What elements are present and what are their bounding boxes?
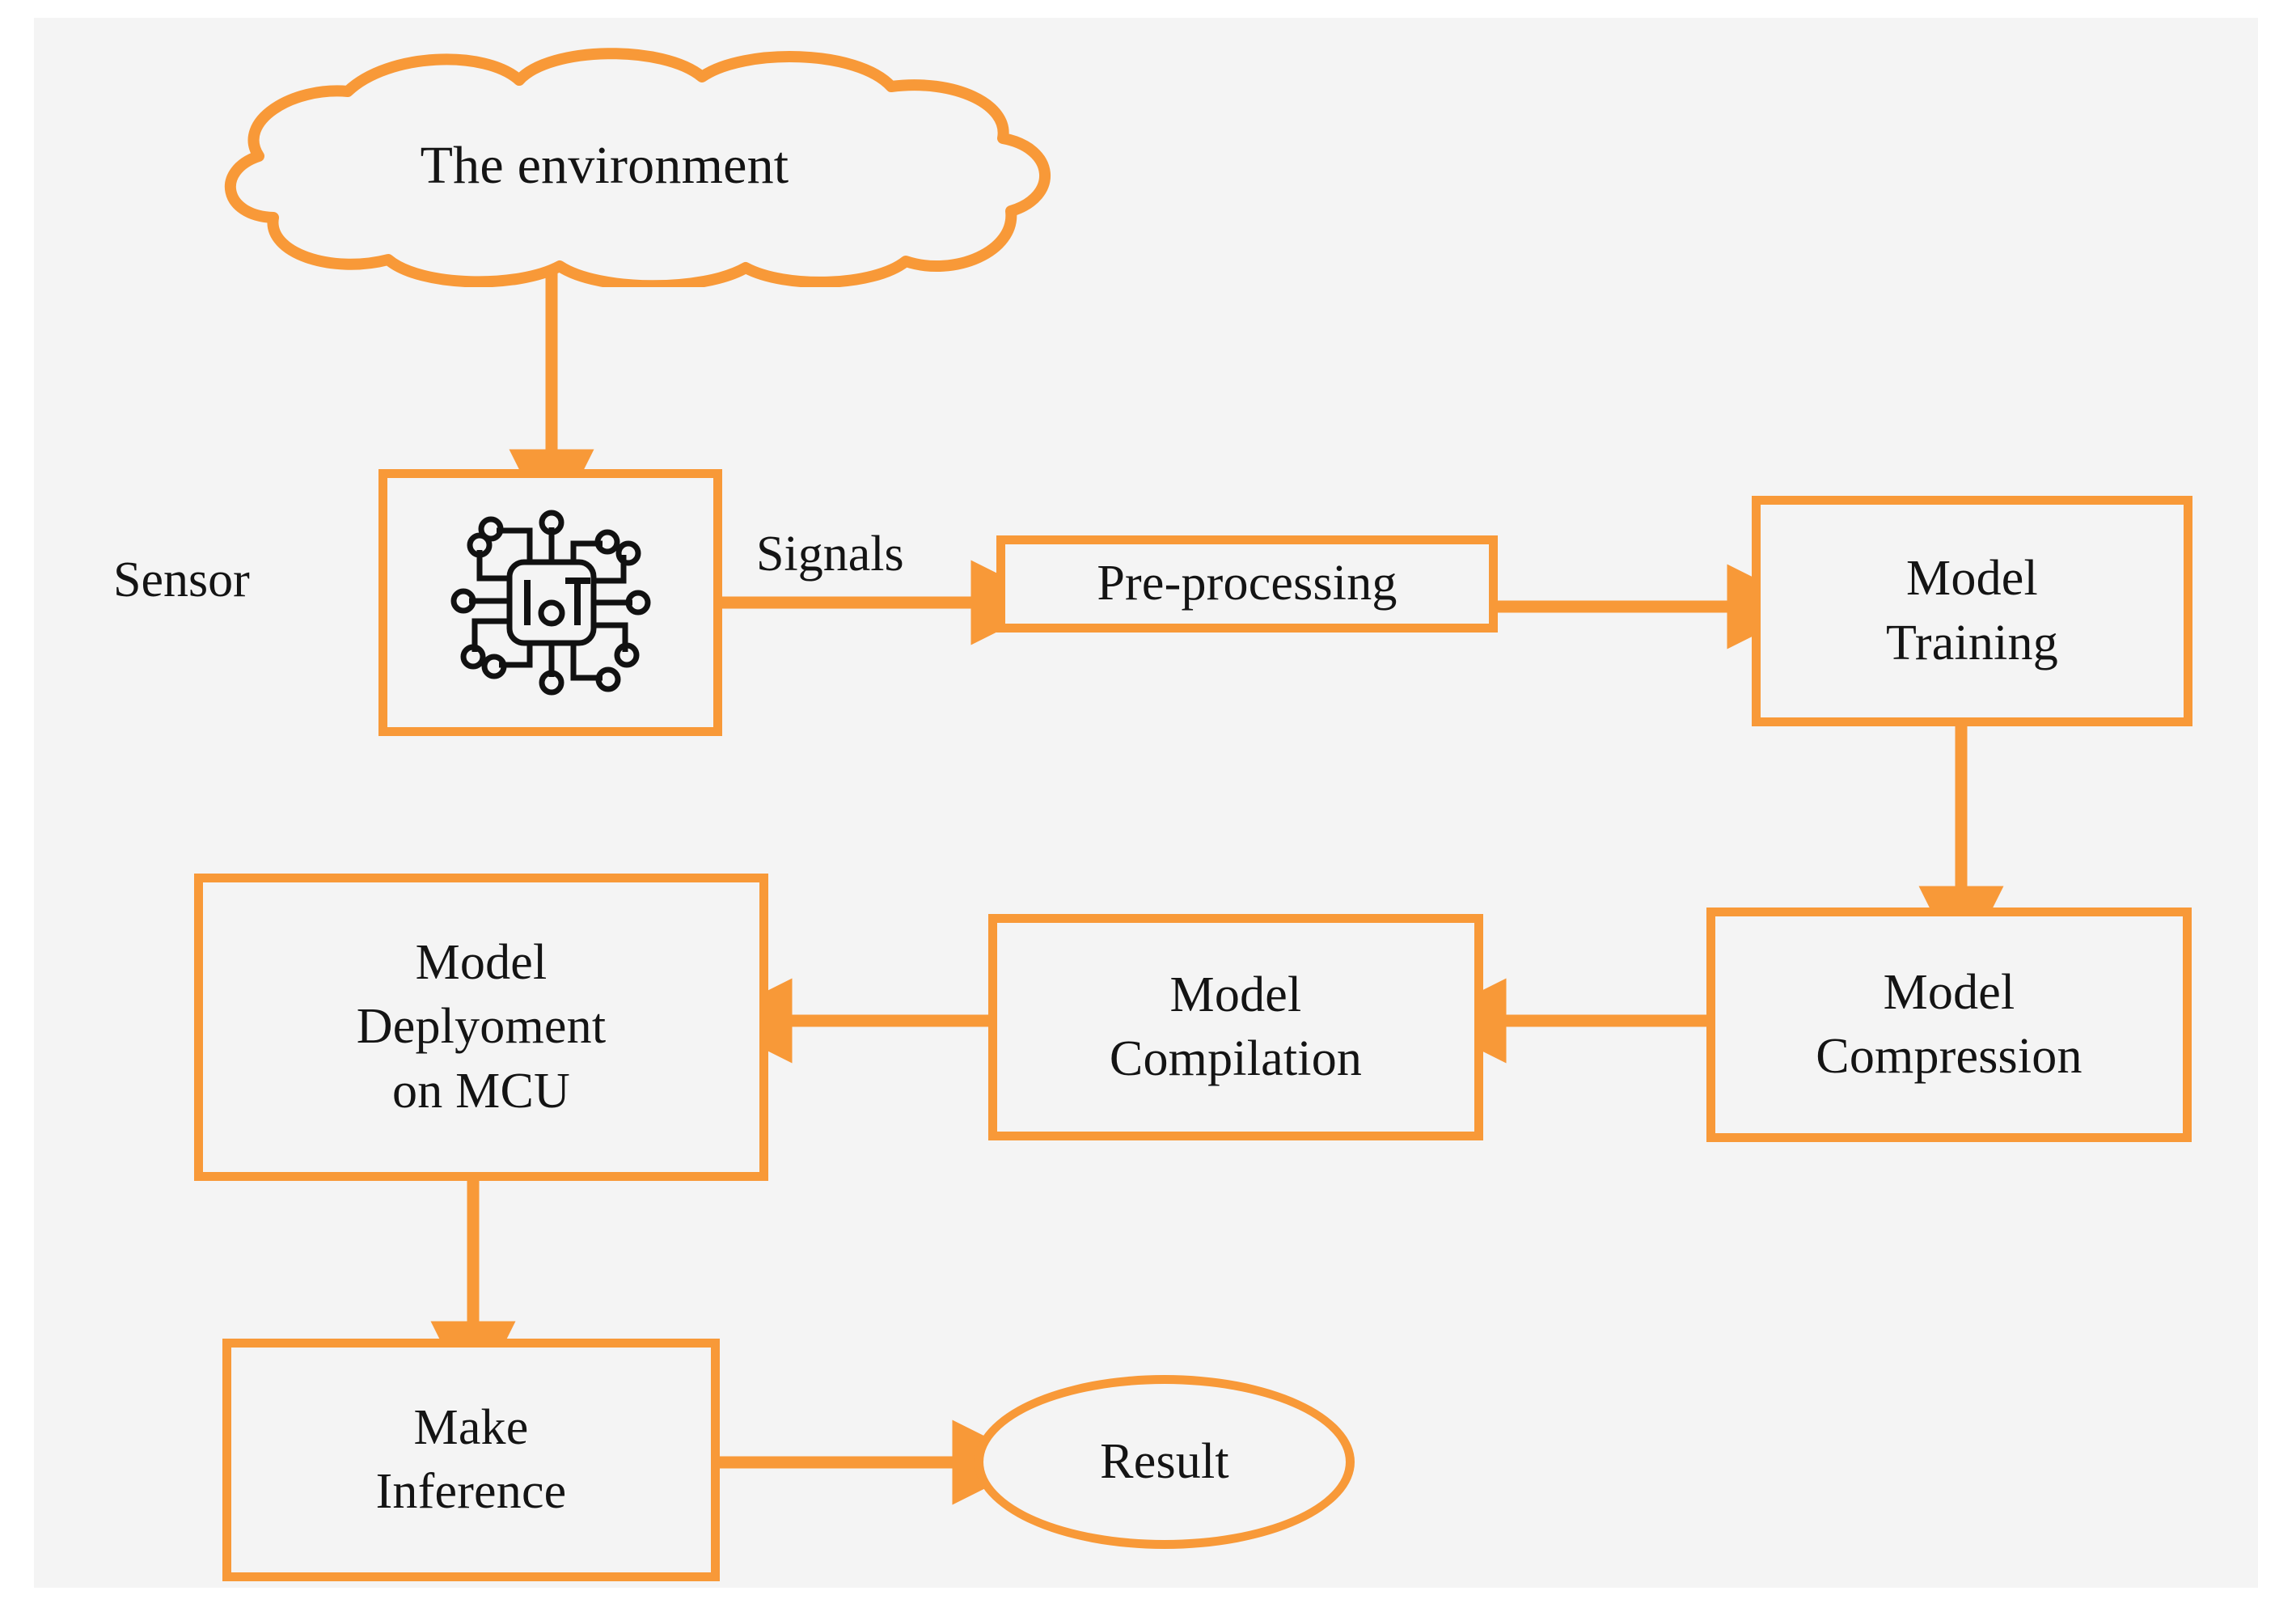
node-pre-processing[interactable]: Pre-processing <box>996 535 1498 633</box>
diagram-canvas <box>34 18 2258 1588</box>
node-the-environment[interactable]: The environment <box>146 44 1063 287</box>
node-label: Result <box>1100 1433 1229 1489</box>
cloud-icon <box>224 48 1051 287</box>
signals-edge-label: Signals <box>756 527 904 582</box>
node-label: Model Deplyoment on MCU <box>356 934 607 1119</box>
node-label: Make Inference <box>375 1399 567 1519</box>
node-label: Model Compression <box>1816 964 2082 1084</box>
sensor-label: Sensor <box>113 552 250 607</box>
node-model-training[interactable]: Model Training <box>1752 496 2192 726</box>
node-model-compilation[interactable]: Model Compilation <box>988 914 1483 1140</box>
iot-chip-icon <box>450 510 650 696</box>
node-label: Model Training <box>1886 551 2058 671</box>
node-result[interactable]: Result <box>975 1375 1355 1549</box>
node-label: Model Compilation <box>1109 967 1363 1086</box>
node-label: The environment <box>420 135 789 195</box>
node-make-inference[interactable]: Make Inference <box>222 1339 720 1581</box>
node-sensor-box[interactable] <box>378 469 722 736</box>
node-model-deployment-on-mcu[interactable]: Model Deplyoment on MCU <box>194 874 768 1181</box>
node-label: Pre-processing <box>1097 556 1397 611</box>
node-model-compression[interactable]: Model Compression <box>1706 908 2192 1142</box>
